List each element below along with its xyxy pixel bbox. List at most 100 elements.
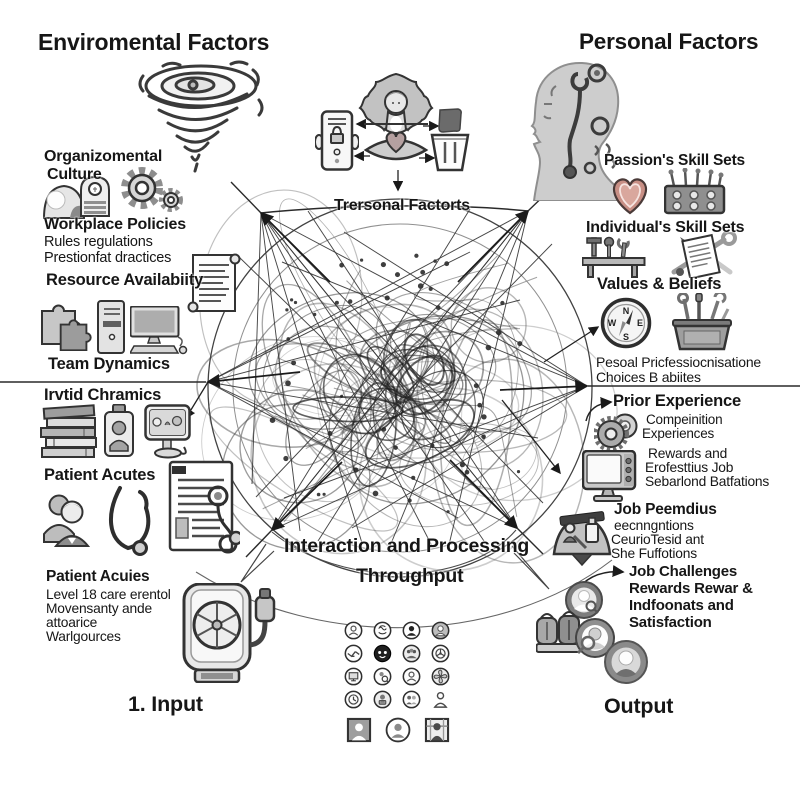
workbench-tools-icon bbox=[582, 236, 646, 278]
network-dot bbox=[473, 383, 479, 389]
desktop-monitor-icon bbox=[130, 306, 188, 356]
scribble-curve bbox=[262, 394, 425, 510]
two-people-icon bbox=[402, 690, 421, 709]
node-arrow bbox=[499, 379, 589, 394]
bottom-icon-grid bbox=[344, 621, 450, 743]
workplace-line2: Prestionfat dractices bbox=[44, 250, 172, 266]
bubble-curve bbox=[511, 545, 550, 590]
icon-grid-row bbox=[346, 717, 450, 743]
scribble-curve bbox=[283, 322, 411, 523]
gear-disc-icon bbox=[594, 410, 640, 452]
network-dot bbox=[316, 492, 321, 497]
bulb-badge-icon bbox=[80, 175, 110, 217]
network-dot bbox=[393, 445, 398, 450]
job-challenges-line3: Indfoonats and bbox=[629, 597, 734, 614]
scribble-loop-dark bbox=[405, 345, 456, 394]
fan-line bbox=[281, 261, 588, 387]
job-challenges-line1: Job Challenges bbox=[629, 563, 738, 580]
fan-line bbox=[255, 210, 529, 498]
document-stethoscope-icon bbox=[162, 460, 240, 558]
rewards-line2: Erofesttius Job bbox=[645, 460, 734, 475]
patient-acutes-heading: Patient Acutes bbox=[44, 466, 156, 484]
fan-line bbox=[307, 210, 518, 529]
balance-scale-icon bbox=[550, 502, 614, 566]
head-profile-icon bbox=[500, 56, 630, 201]
bubble-curve bbox=[271, 529, 517, 575]
avatar-dark-fill-icon bbox=[402, 621, 421, 640]
fan-line bbox=[271, 243, 553, 531]
node-extension bbox=[230, 181, 262, 214]
network-dot bbox=[291, 360, 297, 366]
scribble-loop-dark bbox=[380, 354, 464, 404]
heart-icon bbox=[610, 175, 650, 217]
monitor-buttons-icon bbox=[582, 450, 640, 502]
input-label: 1. Input bbox=[128, 692, 203, 716]
aux-arrow bbox=[543, 326, 600, 363]
square-person-dark-icon bbox=[346, 717, 372, 743]
patient-acuies-line1: Level 18 care erentol bbox=[46, 587, 171, 602]
icon-grid-row bbox=[344, 621, 450, 640]
fan-line bbox=[260, 212, 363, 544]
network-dot bbox=[293, 300, 298, 305]
network-dot bbox=[481, 434, 486, 440]
passion-heading: Passion's Skill Sets bbox=[604, 152, 745, 169]
avatar-outline-icon bbox=[402, 667, 421, 686]
output-label: Output bbox=[604, 694, 674, 718]
scribble-loop-dark bbox=[382, 318, 456, 415]
scribble-curve bbox=[413, 262, 509, 302]
env-title: Enviromental Factors bbox=[38, 29, 270, 55]
mask-avatar-icon bbox=[373, 690, 392, 709]
checklist-device-icon bbox=[315, 110, 359, 172]
svg-text:W: W bbox=[608, 318, 617, 328]
scribble-curve bbox=[398, 276, 538, 392]
person-plain-icon bbox=[431, 690, 450, 709]
avatar-magnifier-icon bbox=[574, 616, 616, 660]
aux-arrow bbox=[501, 399, 561, 475]
resource-heading: Resource Availabiity bbox=[46, 271, 204, 289]
network-dot bbox=[290, 298, 294, 302]
bubble-curve bbox=[240, 543, 275, 583]
network-dot bbox=[285, 380, 291, 387]
fan-line bbox=[207, 251, 471, 383]
backpack-books-icon bbox=[536, 610, 582, 654]
scribble-loop bbox=[255, 343, 416, 460]
fan-line bbox=[235, 253, 518, 529]
network-dot bbox=[340, 394, 344, 398]
fan-line bbox=[207, 381, 518, 529]
scribble-loop bbox=[341, 388, 483, 528]
panda-face-icon bbox=[373, 644, 392, 663]
network-dot bbox=[381, 427, 387, 432]
outer-ring bbox=[207, 198, 593, 578]
fan-line bbox=[271, 210, 529, 531]
network-dot bbox=[477, 402, 483, 408]
pinwheel-icon bbox=[431, 667, 450, 686]
fan-line bbox=[260, 212, 588, 387]
avatar-sketch-icon bbox=[373, 621, 392, 640]
scribble-loop bbox=[328, 315, 525, 505]
job-challenges-line2: Rewards Rewar & bbox=[629, 580, 753, 597]
svg-text:S: S bbox=[623, 332, 629, 342]
circle-person-icon bbox=[385, 717, 411, 743]
prior-line1: Compeinition bbox=[646, 412, 723, 427]
scribble-loop bbox=[262, 304, 388, 420]
fan-line bbox=[351, 385, 588, 529]
people-group-icon bbox=[402, 644, 421, 663]
fan-line bbox=[260, 212, 485, 542]
scribble-loop bbox=[196, 338, 363, 448]
prior-line2: Experiences bbox=[642, 426, 715, 441]
books-stack-icon bbox=[40, 402, 102, 460]
network-dot bbox=[359, 258, 364, 262]
trersonal-label: Trersonal Factorts bbox=[334, 197, 471, 214]
gear-large-icon bbox=[120, 166, 164, 210]
job-peemdius-line2: CeurioTesid ant bbox=[611, 532, 704, 547]
scribble-loop-dark bbox=[319, 355, 402, 435]
scroll-icon bbox=[185, 250, 243, 316]
patient-acuies-heading: Patient Acuies bbox=[46, 568, 150, 585]
fan-line bbox=[260, 212, 518, 529]
network-dot bbox=[394, 272, 401, 278]
scribble-loop bbox=[254, 359, 379, 503]
job-challenges-line4: Satisfaction bbox=[629, 614, 712, 631]
workplace-heading: Workplace Policies bbox=[44, 216, 186, 233]
